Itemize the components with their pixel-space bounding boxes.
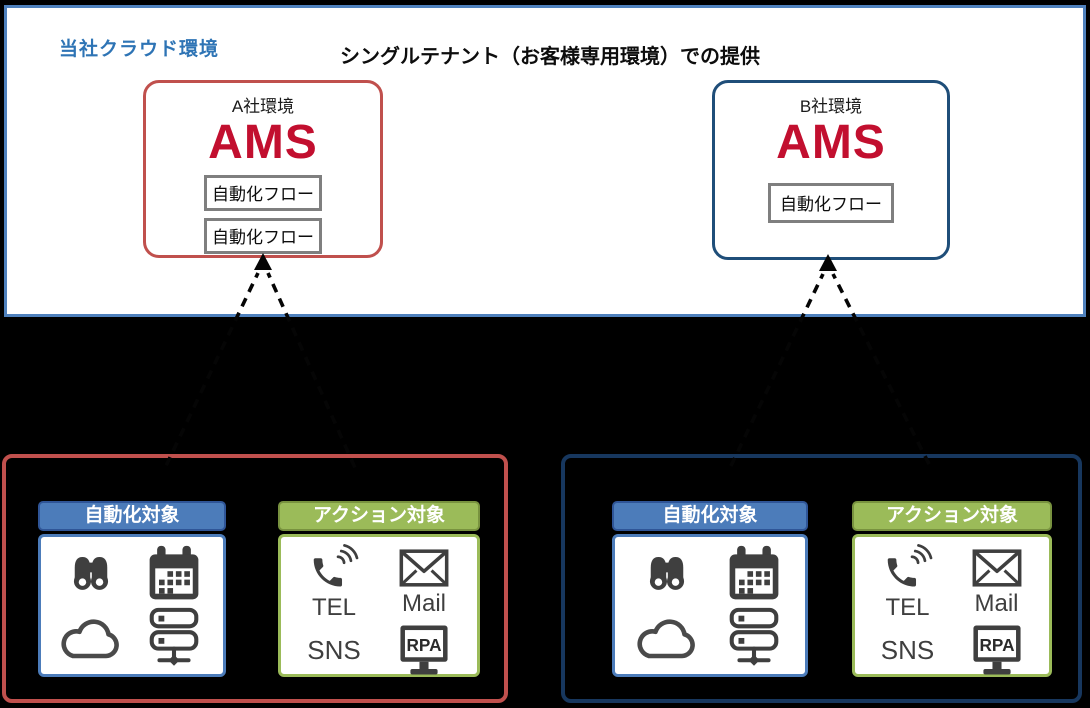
rpa-monitor-icon: RPA bbox=[968, 622, 1026, 678]
cloud-icon bbox=[632, 610, 702, 664]
automation-target-panel: 自動化対象 bbox=[38, 501, 226, 677]
tenant-b-box: B社環境 AMS 自動化フロー bbox=[712, 80, 950, 260]
phone-call-icon: TEL bbox=[882, 543, 934, 622]
mail-envelope-icon: Mail bbox=[397, 547, 451, 618]
customer-a-target-group: 自動化対象 bbox=[2, 454, 508, 703]
server-network-icon bbox=[143, 605, 205, 669]
cloud-environment-label: 当社クラウド環境 bbox=[59, 39, 220, 60]
rpa-label: RPA bbox=[406, 635, 441, 655]
action-target-panel: アクション対象 TEL bbox=[278, 501, 480, 677]
cloud-icon bbox=[56, 610, 126, 664]
rpa-label: RPA bbox=[979, 635, 1014, 655]
action-target-body: TEL Mail SNS RPA bbox=[852, 534, 1052, 677]
tenant-b-name: B社環境 bbox=[799, 97, 863, 116]
action-target-body: TEL Mail SNS RPA bbox=[278, 534, 480, 677]
phone-call-icon: TEL bbox=[308, 543, 360, 622]
binoculars-icon bbox=[641, 548, 693, 600]
calendar-icon bbox=[724, 543, 784, 605]
automation-target-body bbox=[612, 534, 808, 677]
mail-label: Mail bbox=[401, 590, 446, 617]
action-target-header: アクション対象 bbox=[278, 501, 480, 531]
action-target-panel: アクション対象 TEL bbox=[852, 501, 1052, 677]
rpa-monitor-icon: RPA bbox=[395, 622, 453, 678]
sns-cell: SNS bbox=[307, 635, 360, 666]
action-target-header: アクション対象 bbox=[852, 501, 1052, 531]
sns-label: SNS bbox=[880, 634, 935, 665]
tel-label: TEL bbox=[311, 594, 356, 621]
tenant-a-name: A社環境 bbox=[231, 97, 295, 116]
customer-b-target-group: 自動化対象 bbox=[561, 454, 1082, 703]
mail-label: Mail bbox=[974, 590, 1019, 617]
sns-label: SNS bbox=[307, 634, 361, 665]
automation-target-panel: 自動化対象 bbox=[612, 501, 808, 677]
automation-flow-box: 自動化フロー bbox=[204, 174, 322, 211]
server-network-icon bbox=[723, 605, 785, 669]
automation-target-header: 自動化対象 bbox=[38, 501, 226, 531]
mail-envelope-icon: Mail bbox=[970, 547, 1024, 618]
automation-flow-box: 自動化フロー bbox=[204, 217, 322, 254]
tenant-a-product-logo: AMS bbox=[208, 116, 318, 169]
tenant-a-box: A社環境 AMS 自動化フロー 自動化フロー bbox=[143, 80, 383, 258]
tel-label: TEL bbox=[885, 594, 930, 621]
automation-target-header: 自動化対象 bbox=[612, 501, 808, 531]
binoculars-icon bbox=[65, 548, 117, 600]
calendar-icon bbox=[144, 543, 204, 605]
automation-target-body bbox=[38, 534, 226, 677]
tenant-b-product-logo: AMS bbox=[776, 116, 886, 169]
single-tenant-title: シングルテナント（お客様専用環境）での提供 bbox=[340, 46, 760, 68]
sns-cell: SNS bbox=[881, 635, 934, 666]
automation-flow-box: 自動化フロー bbox=[768, 182, 894, 223]
